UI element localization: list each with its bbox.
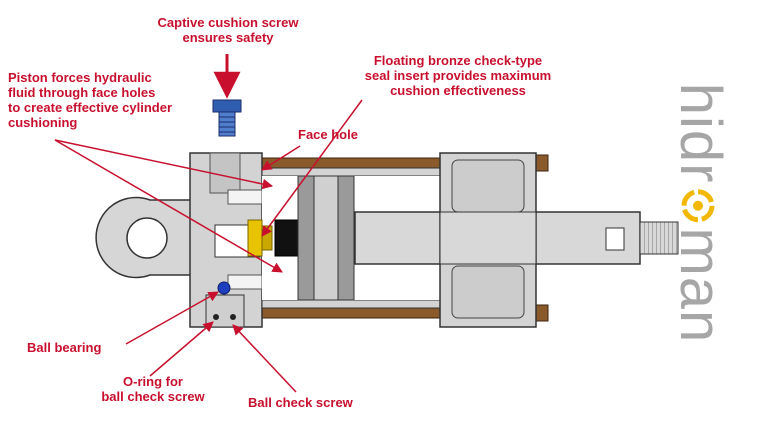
label-ball-check-screw: Ball check screw (248, 395, 353, 410)
label-ball-bearing-text: Ball bearing (27, 340, 102, 355)
arrow-face-hole (261, 145, 301, 171)
arrow-ball-bearing (125, 291, 219, 345)
target-o-logo (681, 188, 715, 222)
label-piston-forces: Piston forces hydraulic fluid through fa… (8, 70, 172, 130)
rod-end-head (439, 152, 537, 328)
label-ball-check-screw-text: Ball check screw (248, 395, 353, 410)
brand-text-pre: hidr (668, 82, 733, 184)
brand-wordmark-text: hidr man (668, 82, 733, 344)
label-oring: O-ring for ball check screw (90, 374, 216, 404)
arrow-floating-seal (261, 99, 363, 237)
label-piston-line-3: to create effective cylinder (8, 100, 173, 115)
arrow-ball-check-screw (232, 324, 297, 393)
label-oring-line-2: ball check screw (101, 389, 205, 404)
captive-cushion-screw (212, 99, 242, 137)
label-piston-line-1: Piston forces hydraulic (8, 70, 152, 85)
label-face-hole: Face hole (298, 127, 358, 142)
piston (297, 175, 355, 301)
label-face-hole-text: Face hole (298, 127, 358, 142)
label-captive-cushion-screw: Captive cushion screw ensures safety (150, 15, 306, 45)
bronze-seal-insert (247, 219, 273, 257)
leader-arrows (54, 54, 363, 393)
label-oring-line-1: O-ring for (123, 374, 183, 389)
label-floating-bronze-seal: Floating bronze check-type seal insert p… (360, 53, 556, 98)
brand-text-post: man (668, 227, 733, 344)
label-piston-line-2: fluid through face holes (8, 85, 156, 100)
label-floating-line-2: seal insert provides maximum (364, 68, 552, 83)
label-floating-line-1: Floating bronze check-type (373, 53, 543, 68)
label-captive-line-1: Captive cushion screw (157, 15, 299, 30)
label-captive-line-2: ensures safety (182, 30, 274, 45)
label-floating-line-3: cushion effectiveness (390, 83, 526, 98)
label-piston-line-4: cushioning (8, 115, 78, 130)
arrow-piston-lower (54, 139, 283, 273)
arrow-oring (149, 321, 214, 377)
label-ball-bearing: Ball bearing (27, 340, 101, 355)
arrow-piston-upper (54, 139, 274, 190)
clevis-mount (95, 196, 193, 279)
